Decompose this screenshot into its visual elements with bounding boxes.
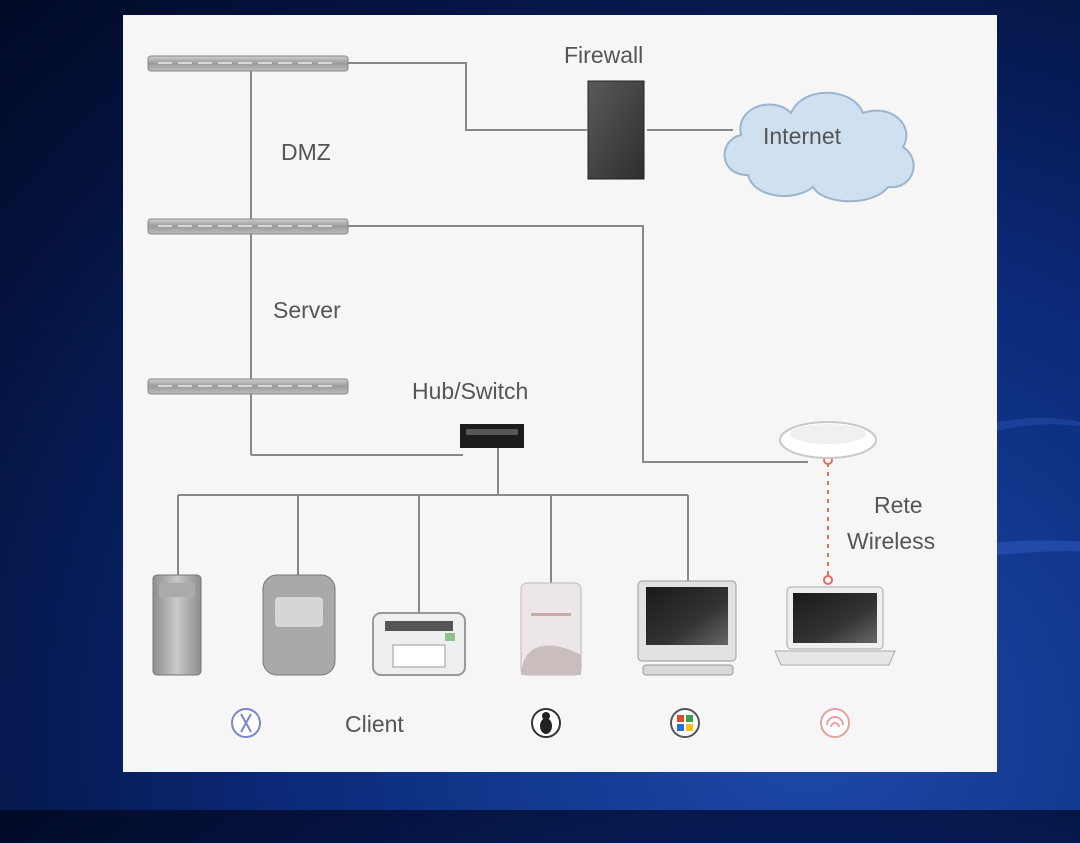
mac-os-icon	[231, 708, 261, 738]
diagram-canvas	[147, 55, 915, 738]
client-label: Client	[345, 711, 404, 737]
link-dmz-firewall	[348, 62, 587, 131]
dmz-label: DMZ	[281, 139, 331, 165]
wireless-os-icon	[820, 708, 850, 738]
wireless-label-line2: Wireless	[847, 528, 936, 554]
rack-server-icon	[147, 218, 349, 235]
hub-switch-icon	[460, 424, 524, 448]
rack-server-icon	[147, 55, 349, 72]
mac-pro-tower-icon	[152, 574, 202, 676]
wireless-label-line1: Rete	[874, 492, 923, 518]
firewall-label: Firewall	[564, 42, 644, 68]
rack-server-icon	[147, 378, 349, 395]
linux-icon	[531, 708, 561, 738]
hub-switch-label: Hub/Switch	[412, 378, 529, 404]
internet-cloud-icon	[723, 91, 915, 203]
network-diagram: Firewall Internet DMZ Server Hub/Switch …	[123, 15, 997, 772]
pc-tower-icon	[520, 582, 582, 676]
desktop-monitor-icon	[637, 580, 737, 676]
internet-label: Internet	[763, 123, 841, 149]
printer-icon	[372, 612, 466, 676]
wireless-node-icon	[823, 575, 833, 585]
laptop-icon	[774, 586, 896, 666]
access-point-icon	[779, 421, 877, 459]
windows-icon	[670, 708, 700, 738]
server-label: Server	[273, 297, 341, 323]
power-mac-tower-icon	[262, 574, 336, 676]
network-links	[177, 62, 808, 613]
firewall-icon	[587, 80, 645, 180]
link-server-access-point	[348, 225, 808, 463]
